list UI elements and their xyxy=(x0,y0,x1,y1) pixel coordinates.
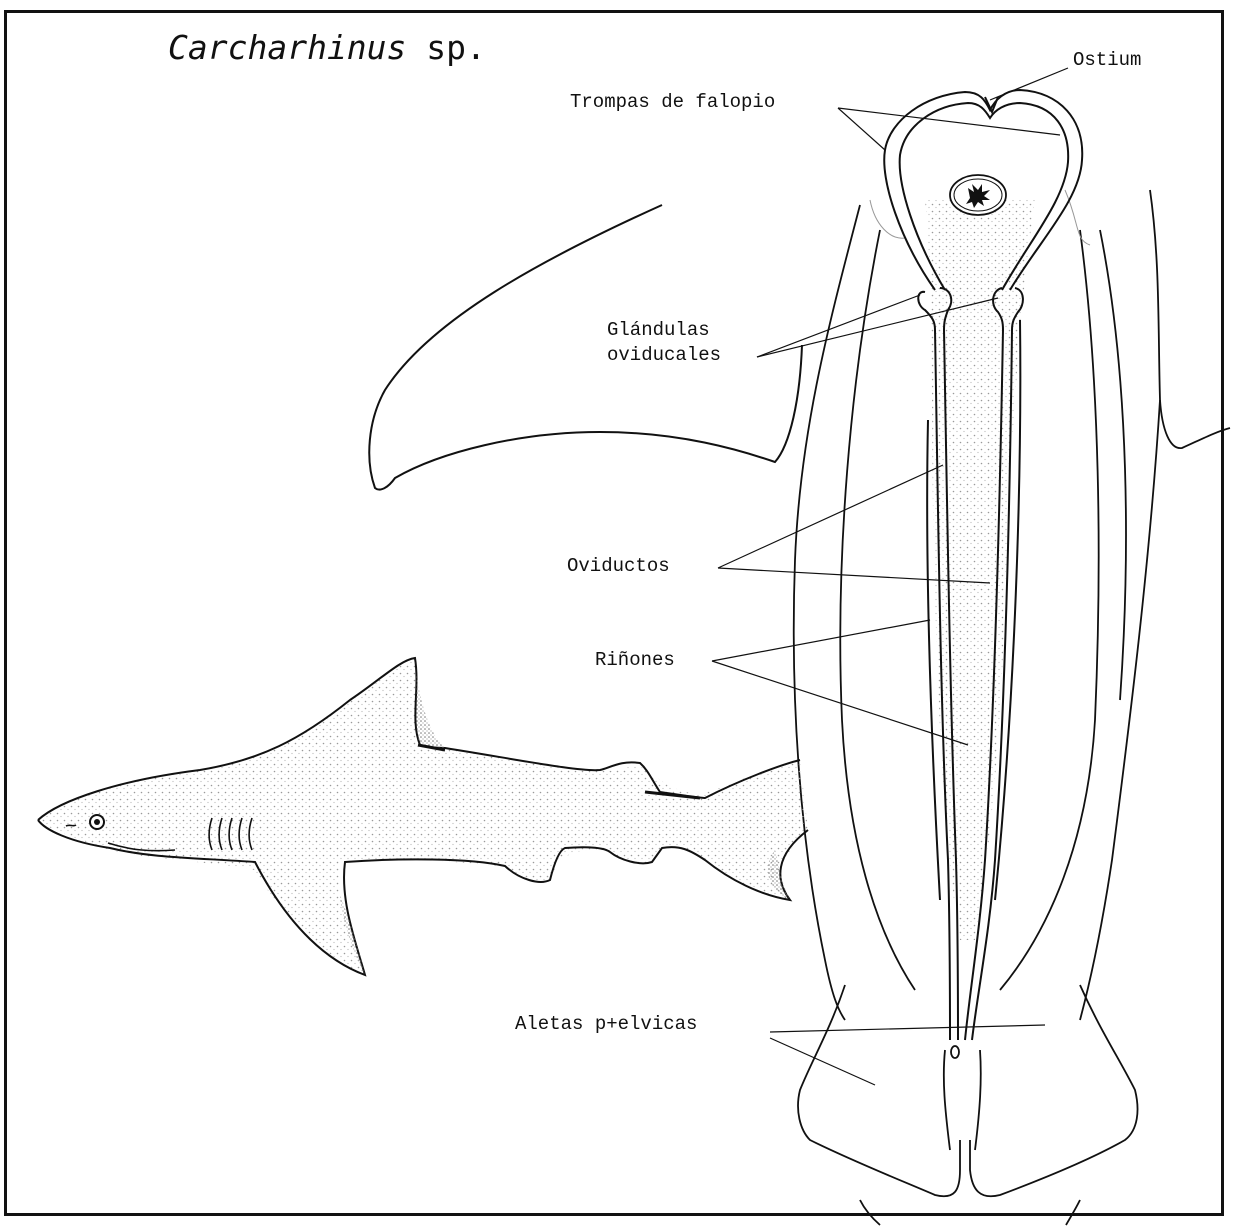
shark-lateral-view xyxy=(38,658,808,975)
diagram-title: Carcharhinus sp. xyxy=(168,28,486,67)
rosette-icon xyxy=(950,175,1006,215)
label-aletas: Aletas p+elvicas xyxy=(515,1012,697,1037)
large-dorsal-fin-outline xyxy=(369,205,802,490)
label-rinones: Riñones xyxy=(595,648,675,673)
title-species: sp. xyxy=(426,28,486,67)
label-ostium: Ostium xyxy=(1073,48,1141,73)
label-trompas: Trompas de falopio xyxy=(570,90,775,115)
label-glandulas: Glándulas oviducales xyxy=(607,318,721,368)
label-oviductos: Oviductos xyxy=(567,554,670,579)
label-glandulas-line1: Glándulas xyxy=(607,318,721,343)
label-glandulas-line2: oviducales xyxy=(607,343,721,368)
title-genus: Carcharhinus xyxy=(168,28,406,67)
